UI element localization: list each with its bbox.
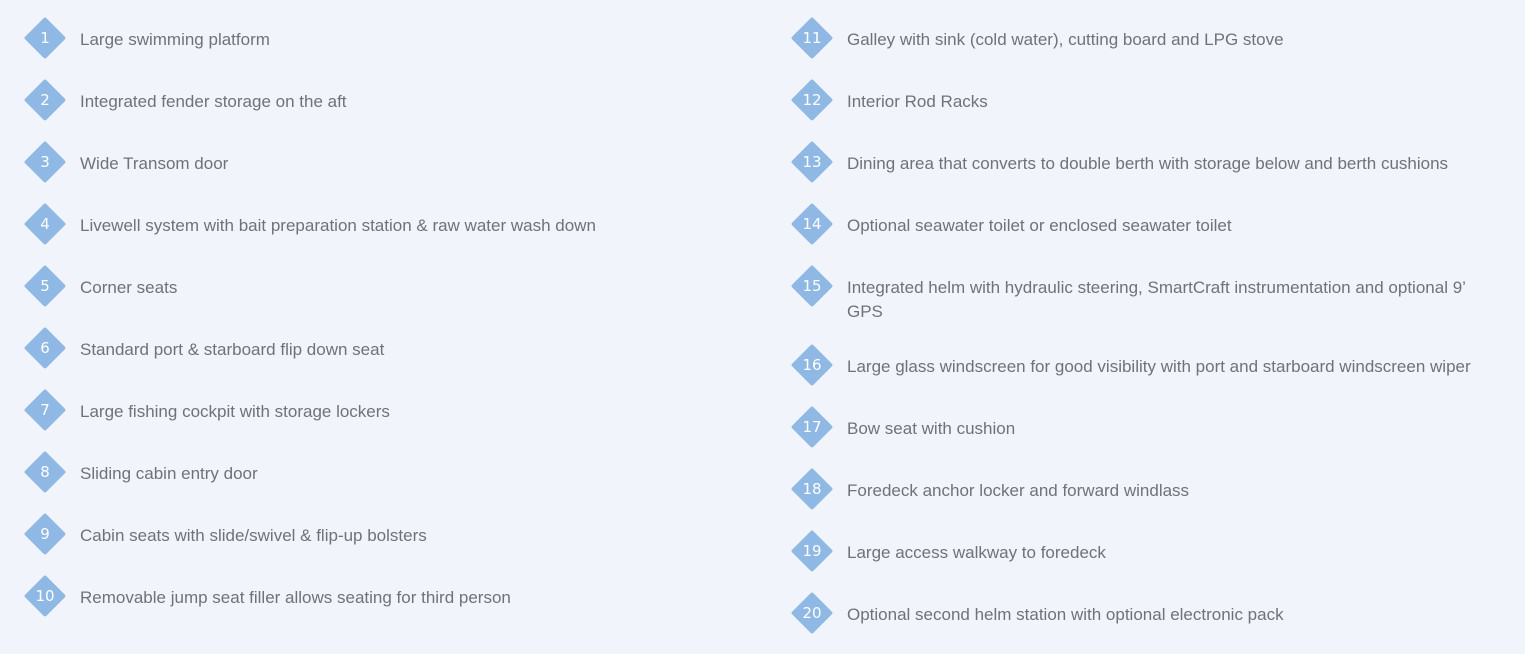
item-number: 18 <box>802 480 822 498</box>
item-label: Removable jump seat filler allows seatin… <box>80 588 511 607</box>
list-item: 18 Foredeck anchor locker and forward wi… <box>791 468 1491 510</box>
number-diamond-icon: 20 <box>791 592 833 634</box>
item-label: Galley with sink (cold water), cutting b… <box>847 30 1284 49</box>
number-diamond-icon: 9 <box>24 513 66 555</box>
list-item: 11 Galley with sink (cold water), cuttin… <box>791 17 1491 59</box>
item-label: Corner seats <box>80 278 178 297</box>
number-diamond-icon: 17 <box>791 406 833 448</box>
item-label: Foredeck anchor locker and forward windl… <box>847 481 1190 500</box>
list-item: 8 Sliding cabin entry door <box>24 451 764 493</box>
number-diamond-icon: 3 <box>24 141 66 183</box>
list-item: 9 Cabin seats with slide/swivel & flip-u… <box>24 513 764 555</box>
item-number: 4 <box>40 215 50 233</box>
item-number: 9 <box>40 525 50 543</box>
number-diamond-icon: 16 <box>791 344 833 386</box>
item-number: 2 <box>40 91 50 109</box>
item-number: 5 <box>40 277 50 295</box>
item-number: 10 <box>35 587 55 605</box>
list-item: 10 Removable jump seat filler allows sea… <box>24 575 764 617</box>
item-label: Optional seawater toilet or enclosed sea… <box>847 216 1232 235</box>
item-label: Wide Transom door <box>80 154 229 173</box>
number-diamond-icon: 14 <box>791 203 833 245</box>
item-label: Bow seat with cushion <box>847 419 1016 438</box>
number-diamond-icon: 10 <box>24 575 66 617</box>
item-number: 8 <box>40 463 50 481</box>
item-number: 16 <box>802 356 822 374</box>
item-label: Cabin seats with slide/swivel & flip-up … <box>80 526 427 545</box>
number-diamond-icon: 12 <box>791 79 833 121</box>
feature-list-left: 1 Large swimming platform 2 Integrated f… <box>24 17 764 637</box>
item-number: 17 <box>802 418 822 436</box>
item-number: 20 <box>802 604 822 622</box>
item-label: Large access walkway to foredeck <box>847 543 1106 562</box>
item-label: Interior Rod Racks <box>847 92 988 111</box>
item-number: 15 <box>802 277 822 295</box>
item-number: 7 <box>40 401 50 419</box>
number-diamond-icon: 19 <box>791 530 833 572</box>
item-label: Sliding cabin entry door <box>80 464 258 483</box>
item-number: 11 <box>802 29 822 47</box>
item-label: Large swimming platform <box>80 30 270 49</box>
number-diamond-icon: 2 <box>24 79 66 121</box>
item-number: 3 <box>40 153 50 171</box>
item-label: Large fishing cockpit with storage locke… <box>80 402 390 421</box>
number-diamond-icon: 4 <box>24 203 66 245</box>
list-item: 20 Optional second helm station with opt… <box>791 592 1491 634</box>
list-item: 15 Integrated helm with hydraulic steeri… <box>791 265 1491 324</box>
list-item: 13 Dining area that converts to double b… <box>791 141 1491 183</box>
item-number: 12 <box>802 91 822 109</box>
number-diamond-icon: 18 <box>791 468 833 510</box>
number-diamond-icon: 8 <box>24 451 66 493</box>
list-item: 6 Standard port & starboard flip down se… <box>24 327 764 369</box>
item-label: Integrated helm with hydraulic steering,… <box>847 278 1466 321</box>
item-number: 1 <box>40 29 50 47</box>
list-item: 16 Large glass windscreen for good visib… <box>791 344 1491 386</box>
number-diamond-icon: 15 <box>791 265 833 307</box>
list-item: 5 Corner seats <box>24 265 764 307</box>
item-label: Livewell system with bait preparation st… <box>80 216 596 235</box>
number-diamond-icon: 11 <box>791 17 833 59</box>
feature-list-right: 11 Galley with sink (cold water), cuttin… <box>791 17 1491 654</box>
list-item: 17 Bow seat with cushion <box>791 406 1491 448</box>
list-item: 4 Livewell system with bait preparation … <box>24 203 764 245</box>
number-diamond-icon: 1 <box>24 17 66 59</box>
item-number: 13 <box>802 153 822 171</box>
item-label: Integrated fender storage on the aft <box>80 92 347 111</box>
list-item: 2 Integrated fender storage on the aft <box>24 79 764 121</box>
list-item: 12 Interior Rod Racks <box>791 79 1491 121</box>
list-item: 1 Large swimming platform <box>24 17 764 59</box>
list-item: 19 Large access walkway to foredeck <box>791 530 1491 572</box>
list-item: 3 Wide Transom door <box>24 141 764 183</box>
item-label: Optional second helm station with option… <box>847 605 1284 624</box>
number-diamond-icon: 5 <box>24 265 66 307</box>
item-number: 6 <box>40 339 50 357</box>
number-diamond-icon: 7 <box>24 389 66 431</box>
number-diamond-icon: 13 <box>791 141 833 183</box>
list-item: 7 Large fishing cockpit with storage loc… <box>24 389 764 431</box>
item-number: 14 <box>802 215 822 233</box>
item-label: Dining area that converts to double bert… <box>847 154 1449 173</box>
item-label: Large glass windscreen for good visibili… <box>847 357 1471 376</box>
item-label: Standard port & starboard flip down seat <box>80 340 385 359</box>
item-number: 19 <box>802 542 822 560</box>
number-diamond-icon: 6 <box>24 327 66 369</box>
list-item: 14 Optional seawater toilet or enclosed … <box>791 203 1491 245</box>
feature-list-page: 1 Large swimming platform 2 Integrated f… <box>0 0 1525 506</box>
